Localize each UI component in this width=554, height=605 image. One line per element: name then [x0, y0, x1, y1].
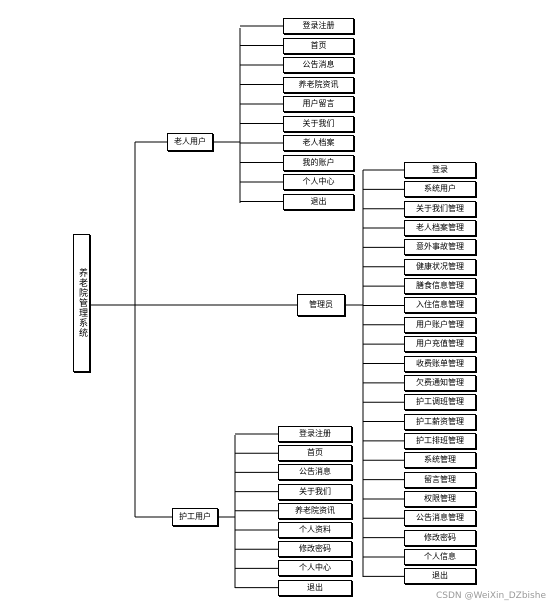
nurse-feature-label: 修改密码 — [299, 544, 331, 554]
admin-feature-label: 收费账单管理 — [416, 358, 464, 368]
elder-user-label: 老人用户 — [174, 137, 206, 146]
admin-feature-box: 护工薪资管理 — [404, 413, 476, 430]
admin-feature-label: 护工调班管理 — [416, 397, 464, 407]
admin-feature-box: 修改密码 — [404, 529, 476, 546]
elder-feature-label: 登录注册 — [302, 21, 335, 30]
nurse-feature-label: 个人中心 — [299, 563, 331, 573]
watermark: CSDN @WeiXin_DZbishe — [435, 591, 546, 601]
admin-feature-box: 用户充值管理 — [404, 336, 476, 353]
admin-feature-box: 欠费通知管理 — [404, 374, 476, 391]
admin-feature-label: 公告消息管理 — [416, 513, 464, 523]
admin-feature-label: 系统用户 — [424, 184, 456, 194]
admin-feature-box: 意外事故管理 — [404, 239, 476, 256]
elder-feature-box: 老人档案 — [283, 135, 354, 151]
admin-feature-label: 关于我们管理 — [416, 203, 464, 213]
admin-feature-label: 留言管理 — [424, 474, 456, 484]
admin-feature-label: 用户账户管理 — [416, 319, 464, 329]
nurse-feature-label: 首页 — [307, 448, 323, 458]
elder-feature-label: 公告消息 — [302, 60, 335, 69]
admin-feature-label: 老人档案管理 — [416, 223, 464, 233]
admin-label: 管理员 — [309, 300, 333, 309]
admin-feature-label: 护工薪资管理 — [416, 416, 464, 426]
elder-feature-label: 养老院资讯 — [298, 79, 339, 89]
admin-feature-box: 老人档案管理 — [404, 220, 476, 237]
admin-feature-box: 关于我们管理 — [404, 200, 476, 217]
admin-node: 管理员 — [297, 294, 345, 316]
admin-feature-label: 系统管理 — [424, 455, 456, 465]
admin-feature-box: 权限管理 — [404, 490, 476, 507]
nurse-user-node: 护工用户 — [172, 508, 218, 526]
elder-user-node: 老人用户 — [167, 133, 213, 151]
elder-feature-box: 首页 — [283, 37, 354, 54]
admin-feature-label: 权限管理 — [424, 493, 456, 503]
root-node-label: 养老院管理系统 — [77, 268, 87, 338]
admin-feature-label: 欠费通知管理 — [416, 377, 464, 387]
admin-feature-box: 膳食信息管理 — [404, 278, 476, 295]
admin-feature-box: 公告消息管理 — [404, 510, 476, 527]
admin-feature-box: 用户账户管理 — [404, 316, 476, 333]
admin-feature-box: 入住信息管理 — [404, 297, 476, 314]
nurse-feature-label: 关于我们 — [299, 486, 331, 496]
admin-feature-box: 护工排班管理 — [404, 432, 476, 449]
elder-feature-label: 退出 — [310, 196, 327, 206]
admin-feature-label: 护工排班管理 — [416, 435, 464, 445]
nurse-feature-box: 登录注册 — [278, 426, 352, 442]
elder-feature-label: 首页 — [310, 40, 327, 50]
elder-feature-box: 个人中心 — [283, 174, 354, 190]
admin-feature-label: 膳食信息管理 — [416, 281, 464, 291]
nurse-user-label: 护工用户 — [179, 512, 211, 521]
admin-feature-label: 用户充值管理 — [416, 339, 464, 349]
elder-feature-label: 我的账户 — [302, 157, 335, 167]
admin-feature-box: 系统管理 — [404, 452, 476, 469]
admin-feature-box: 登录 — [404, 162, 476, 178]
admin-feature-label: 个人信息 — [424, 552, 456, 561]
elder-feature-box: 关于我们 — [283, 115, 354, 132]
elder-feature-label: 用户留言 — [302, 99, 335, 108]
elder-feature-label: 个人中心 — [302, 177, 335, 186]
elder-feature-box: 养老院资讯 — [283, 76, 354, 93]
nurse-feature-box: 养老院资讯 — [278, 502, 352, 519]
elder-feature-label: 老人档案 — [302, 138, 335, 147]
nurse-feature-label: 公告消息 — [299, 467, 331, 477]
nurse-feature-label: 退出 — [307, 582, 323, 592]
admin-feature-box: 系统用户 — [404, 181, 476, 198]
admin-feature-label: 登录 — [432, 165, 448, 174]
elder-feature-label: 关于我们 — [302, 118, 335, 128]
root-node-box: 养老院管理系统 — [73, 234, 90, 372]
admin-feature-box: 护工调班管理 — [404, 394, 476, 411]
admin-feature-label: 修改密码 — [424, 532, 456, 542]
elder-feature-box: 我的账户 — [283, 154, 354, 171]
admin-feature-box: 退出 — [404, 568, 476, 585]
elder-feature-box: 退出 — [283, 193, 354, 210]
admin-feature-box: 收费账单管理 — [404, 355, 476, 372]
elder-feature-box: 公告消息 — [283, 57, 354, 73]
nurse-feature-label: 个人资料 — [299, 525, 331, 534]
nurse-feature-label: 养老院资讯 — [295, 505, 335, 515]
admin-feature-label: 健康状况管理 — [416, 261, 464, 271]
admin-feature-box: 健康状况管理 — [404, 258, 476, 275]
nurse-feature-box: 公告消息 — [278, 464, 352, 481]
nurse-feature-box: 修改密码 — [278, 541, 352, 558]
nurse-feature-box: 首页 — [278, 445, 352, 462]
admin-feature-box: 个人信息 — [404, 549, 476, 565]
elder-feature-box: 用户留言 — [283, 96, 354, 112]
nurse-feature-box: 退出 — [278, 579, 352, 596]
admin-feature-label: 入住信息管理 — [416, 300, 464, 310]
nurse-feature-box: 个人资料 — [278, 522, 352, 538]
nurse-feature-box: 关于我们 — [278, 483, 352, 500]
elder-feature-box: 登录注册 — [283, 18, 354, 34]
nurse-feature-box: 个人中心 — [278, 560, 352, 577]
admin-feature-box: 留言管理 — [404, 471, 476, 488]
admin-feature-label: 退出 — [432, 571, 448, 581]
nurse-feature-label: 登录注册 — [299, 429, 331, 438]
admin-feature-label: 意外事故管理 — [416, 242, 464, 252]
